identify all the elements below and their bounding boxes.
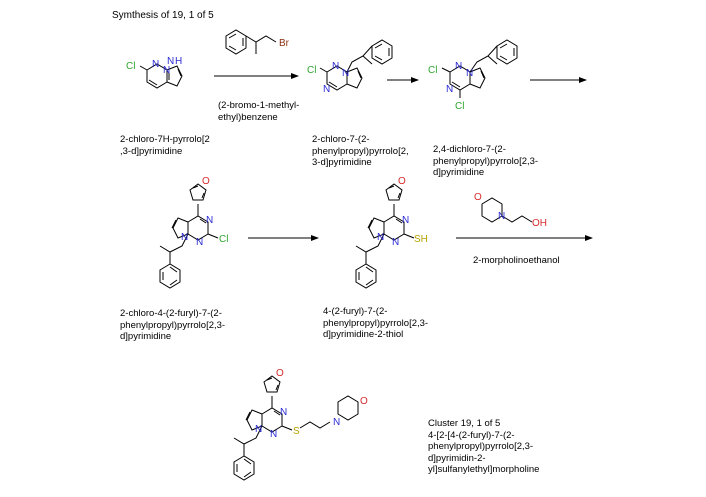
structure-reagent-2: O N OH [474,192,547,229]
atom-o: O [276,368,284,379]
scheme-title: Symthesis of 19, 1 of 5 [112,10,214,21]
reagent-1-name: (2-bromo-1-methyl- ethyl)benzene [218,100,300,123]
compound-3-name: 2,4-dichloro-7-(2- phenylpropyl)pyrrolo[… [433,144,539,178]
atom-cl: Cl [428,65,437,76]
atom-n: N [206,215,213,226]
atom-o: O [360,396,368,407]
atom-n: N [455,61,462,72]
compound-4-name: 2-chloro-4-(2-furyl)-7-(2- phenylpropyl)… [120,308,226,342]
atom-o: O [398,176,406,187]
atom-n: N [402,215,409,226]
atom-n: N [181,232,188,243]
atom-cl: Cl [307,65,316,76]
atom-cl: Cl [126,61,135,72]
atom-cl: Cl [219,234,228,245]
atom-o: O [202,176,210,187]
structure-compound-4: O N N N Cl [159,176,228,289]
atom-n: N [280,407,287,418]
atom-n: N [498,211,505,222]
atom-n: N [377,232,384,243]
atom-n: N [342,68,349,79]
atom-n: N [152,59,159,70]
atom-cl: Cl [455,101,464,112]
structure-compound-2: Cl N N N [307,39,393,95]
atom-n: N [163,65,170,76]
reagent-2-name: 2-morpholinoethanol [473,255,560,266]
atom-n: N [270,429,277,440]
structure-reagent-1: Br [225,29,290,55]
structure-compound-3: Cl Cl N N N [428,39,518,112]
atom-n: N [323,84,330,95]
atom-h: H [175,56,182,67]
atom-oh: OH [532,218,547,229]
atom-n: N [332,61,339,72]
atom-n: N [466,68,473,79]
compound-2-name: 2-chloro-7-(2- phenylpropyl)pyrrolo[2, 3… [312,134,409,168]
compound-1-name: 2-chloro-7H-pyrrolo[2 ,3-d]pyrimidine [120,134,210,157]
atom-n: N [196,237,203,248]
atom-n: N [255,424,262,435]
compound-5-name: 4-(2-furyl)-7-(2- phenylpropyl)pyrrolo[2… [323,306,429,340]
atom-sh: SH [414,234,428,245]
atom-s: S [293,426,300,437]
structure-compound-5: O N N N SH [355,176,428,289]
structure-product: O O N N N N S [233,368,368,481]
atom-n: N [392,237,399,248]
atom-n: N [446,84,453,95]
atom-br: Br [279,38,290,49]
atom-n: N [167,56,174,67]
product-name: Cluster 19, 1 of 5 4-[2-[4-(2-furyl)-7-(… [428,418,540,475]
structure-compound-1: Cl N N N H [126,56,183,89]
atom-o: O [474,192,482,203]
atom-n: N [333,417,340,428]
